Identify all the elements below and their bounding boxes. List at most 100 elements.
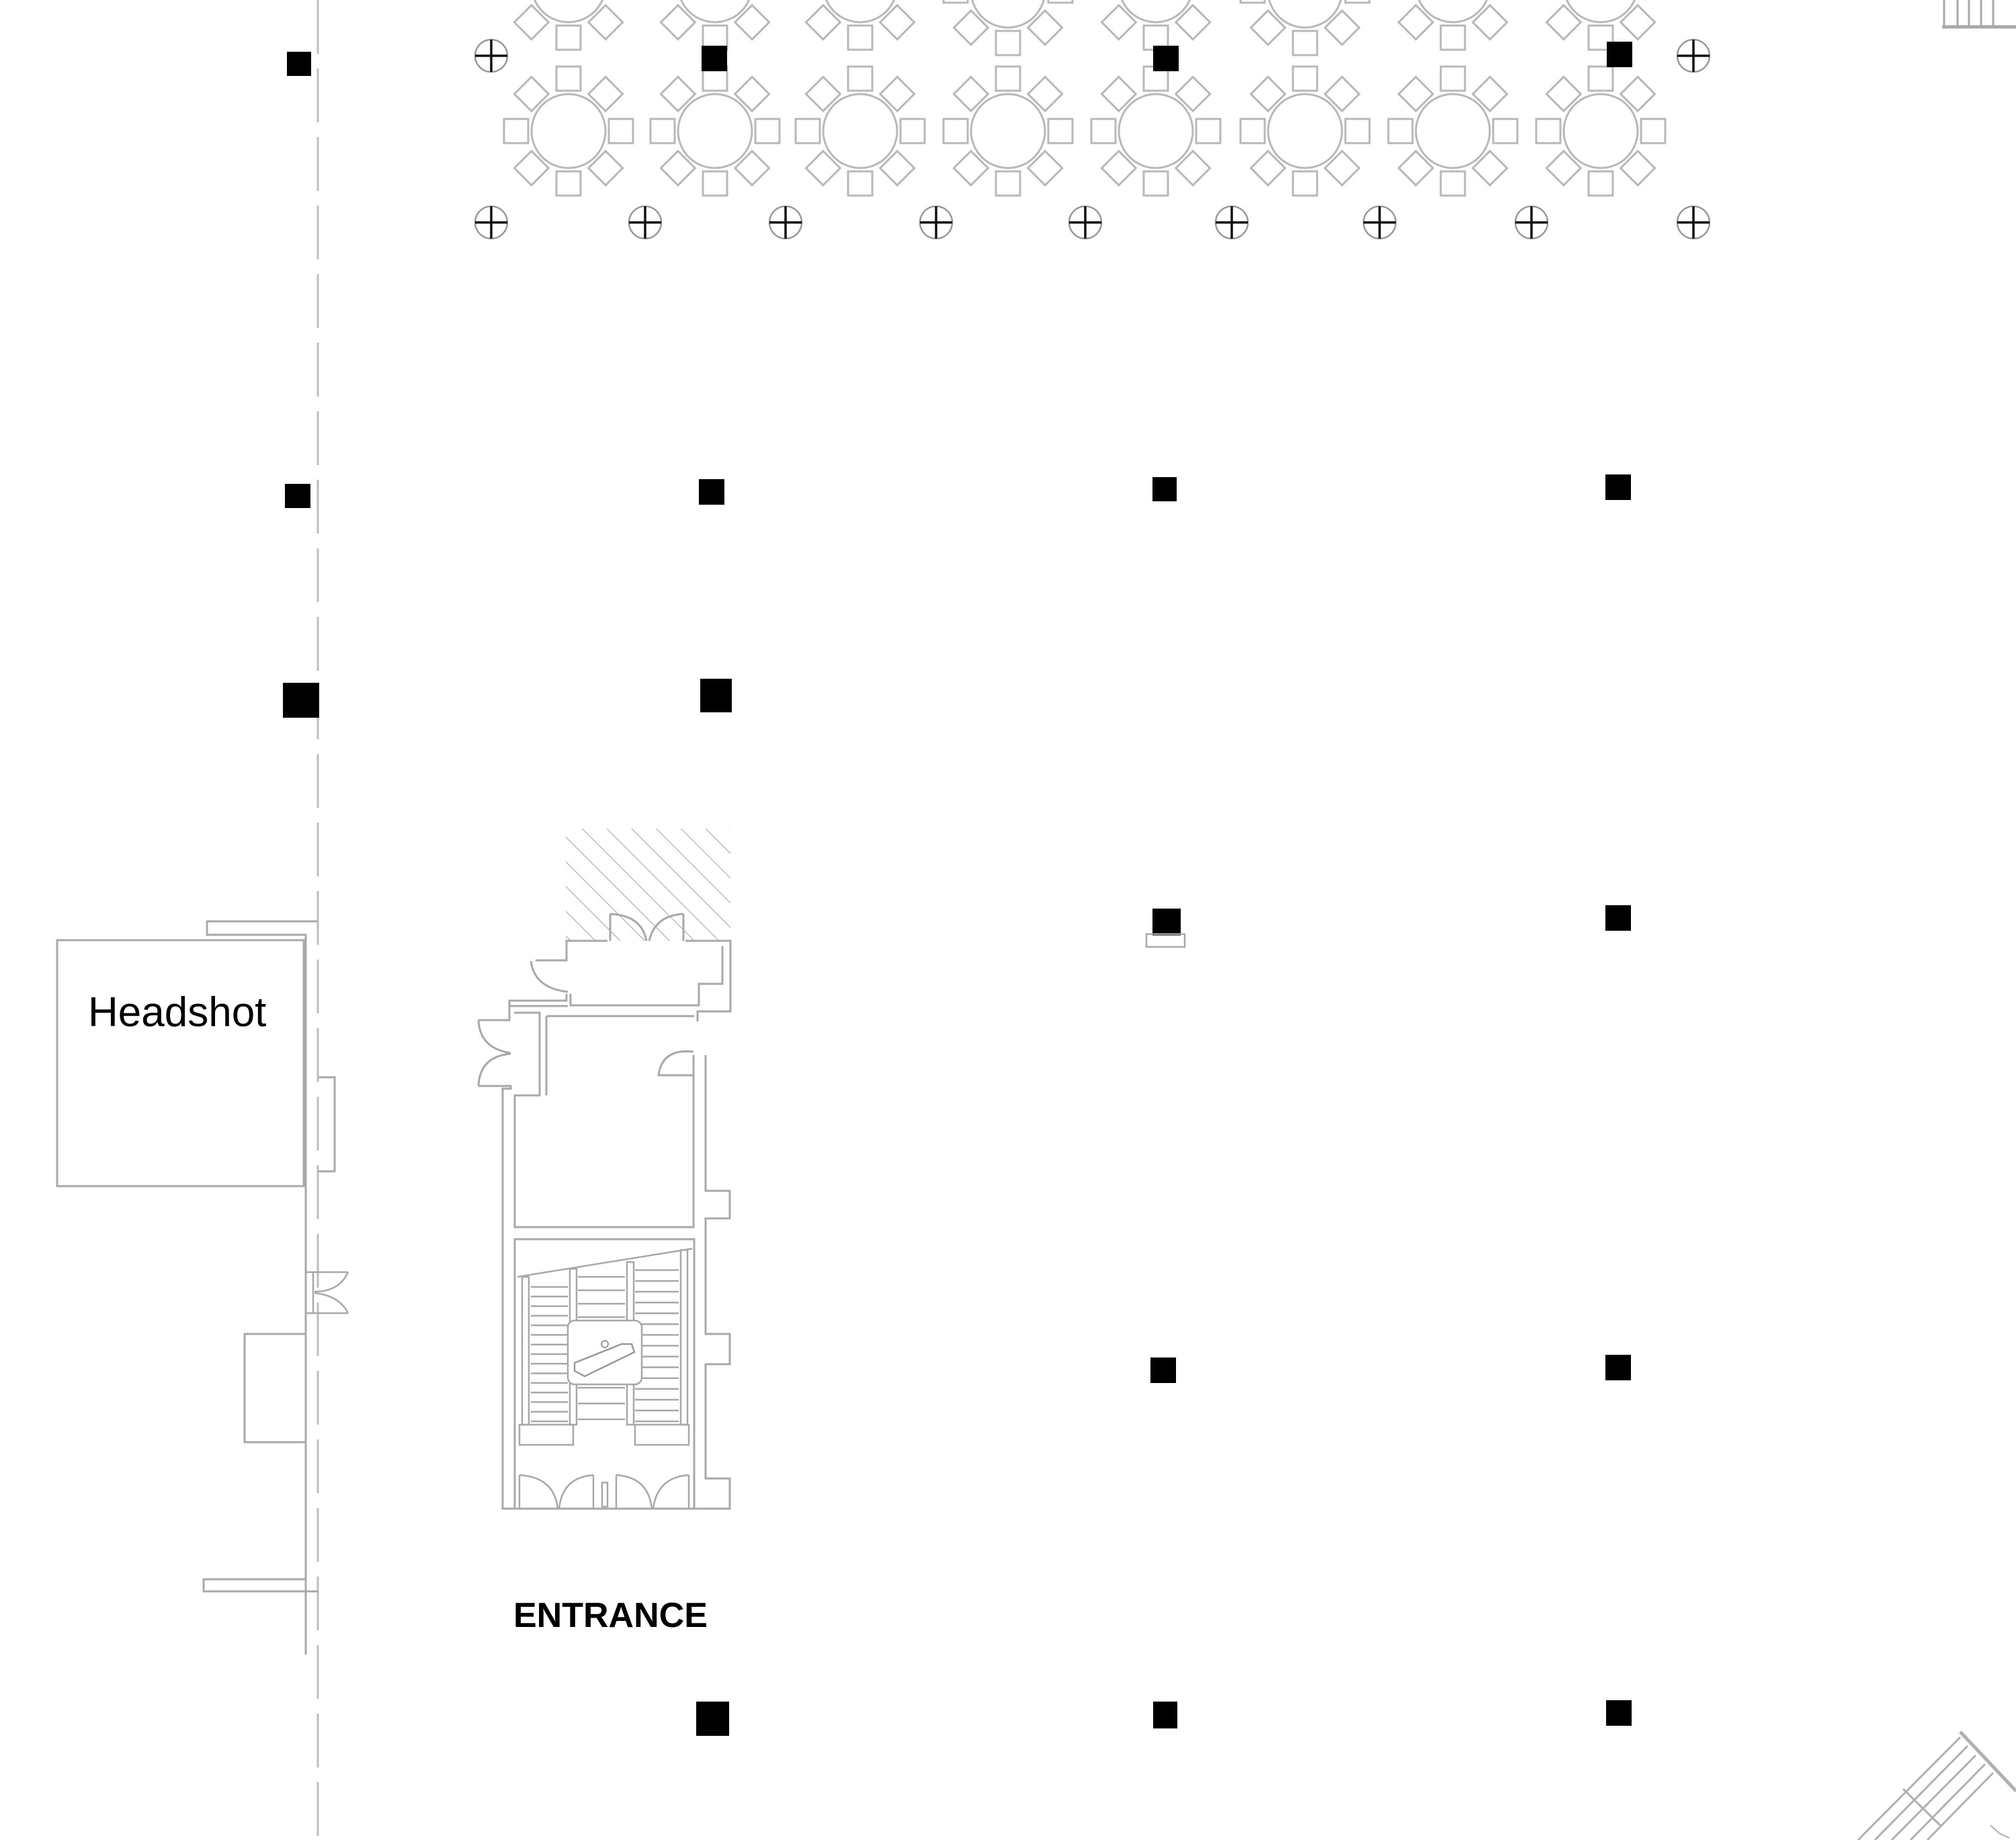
chair — [878, 149, 916, 187]
structural-column — [1152, 477, 1177, 501]
round-table[interactable] — [1091, 0, 1220, 51]
round-table[interactable] — [942, 0, 1074, 56]
lower-left-wall — [202, 1314, 319, 1593]
round-table[interactable] — [1239, 0, 1371, 56]
structural-columns-group — [283, 42, 1632, 1736]
chair — [1323, 149, 1361, 187]
chair — [1439, 170, 1466, 197]
structural-column — [1607, 42, 1632, 67]
floor-target-icon — [474, 205, 509, 240]
chair — [555, 65, 582, 92]
chair — [878, 75, 916, 113]
chair — [804, 3, 842, 41]
headshot-room-outline — [56, 939, 305, 1187]
round-table[interactable] — [1387, 65, 1519, 197]
chair — [1344, 118, 1371, 144]
structural-column — [1153, 1702, 1177, 1728]
structural-column — [696, 1702, 729, 1736]
chair — [1090, 118, 1117, 144]
round-table[interactable] — [1388, 0, 1517, 51]
room-label-headshot: Headshot — [88, 989, 267, 1036]
entrance-label: ENTRANCE — [513, 1596, 708, 1635]
chair — [733, 75, 771, 113]
chair — [942, 118, 969, 144]
chair — [1323, 9, 1361, 46]
structural-column — [702, 46, 727, 71]
chair — [952, 75, 990, 113]
side-double-door[interactable] — [306, 1271, 349, 1314]
floor-target-icon — [768, 205, 803, 240]
structural-column — [1605, 1355, 1631, 1380]
chair — [1387, 118, 1414, 144]
chair — [1471, 149, 1509, 187]
headshot-room[interactable] — [56, 920, 336, 1655]
structural-column — [1605, 905, 1631, 931]
round-table[interactable] — [1239, 65, 1371, 197]
chair — [513, 75, 550, 113]
chair — [942, 0, 969, 4]
chair — [804, 75, 842, 113]
floor-target-icon — [1514, 205, 1549, 240]
structural-column — [699, 479, 724, 505]
chair — [1100, 3, 1138, 41]
structural-column — [283, 683, 319, 718]
chair — [607, 118, 634, 144]
chair — [1100, 75, 1138, 113]
chair — [1471, 3, 1509, 41]
round-table[interactable] — [1090, 65, 1222, 197]
chair — [899, 118, 926, 144]
floor-targets-group — [474, 38, 1711, 240]
chair — [1545, 3, 1583, 41]
chair — [1026, 75, 1064, 113]
chair — [847, 65, 874, 92]
chair — [1249, 75, 1287, 113]
chair — [1292, 30, 1318, 56]
chair — [995, 30, 1021, 56]
chair — [754, 118, 781, 144]
chair — [587, 3, 624, 41]
chair — [1195, 118, 1222, 144]
round-table[interactable] — [1536, 0, 1665, 51]
chair — [1026, 9, 1064, 46]
round-table[interactable] — [650, 0, 780, 51]
chair — [1545, 75, 1583, 113]
structural-column — [1152, 909, 1181, 935]
round-table[interactable] — [1535, 65, 1667, 197]
floor-target-icon — [1676, 205, 1711, 240]
floor-target-icon — [628, 205, 663, 240]
structural-column — [285, 484, 310, 508]
chair — [1174, 75, 1212, 113]
entrance-doors[interactable] — [518, 1474, 690, 1509]
chair — [995, 65, 1021, 92]
chair — [1249, 9, 1287, 46]
chair — [555, 24, 582, 51]
chair — [878, 3, 916, 41]
chair — [1545, 149, 1583, 187]
chair — [555, 170, 582, 197]
floor-target-icon — [1362, 205, 1397, 240]
hatched-area — [566, 829, 730, 941]
chair — [952, 9, 990, 46]
escalator-bank[interactable] — [517, 1247, 693, 1446]
round-table[interactable] — [942, 65, 1074, 197]
round-table[interactable] — [794, 65, 926, 197]
headshot-wall-top — [206, 920, 317, 1655]
escalator-person-icon — [601, 1340, 609, 1348]
chair — [1535, 118, 1562, 144]
round-table[interactable] — [796, 0, 925, 51]
chair — [1239, 0, 1266, 4]
chair — [1249, 149, 1287, 187]
stair-bottom-right — [1857, 1730, 2016, 1840]
column-base — [1145, 933, 1186, 948]
chair — [659, 75, 697, 113]
round-table[interactable] — [504, 0, 633, 51]
chair — [513, 149, 550, 187]
chair — [1439, 24, 1466, 51]
round-table[interactable] — [503, 65, 634, 197]
chair — [513, 3, 550, 41]
chair — [733, 149, 771, 187]
chair — [1619, 3, 1656, 41]
round-table[interactable] — [649, 65, 781, 197]
structural-column — [1153, 46, 1179, 71]
